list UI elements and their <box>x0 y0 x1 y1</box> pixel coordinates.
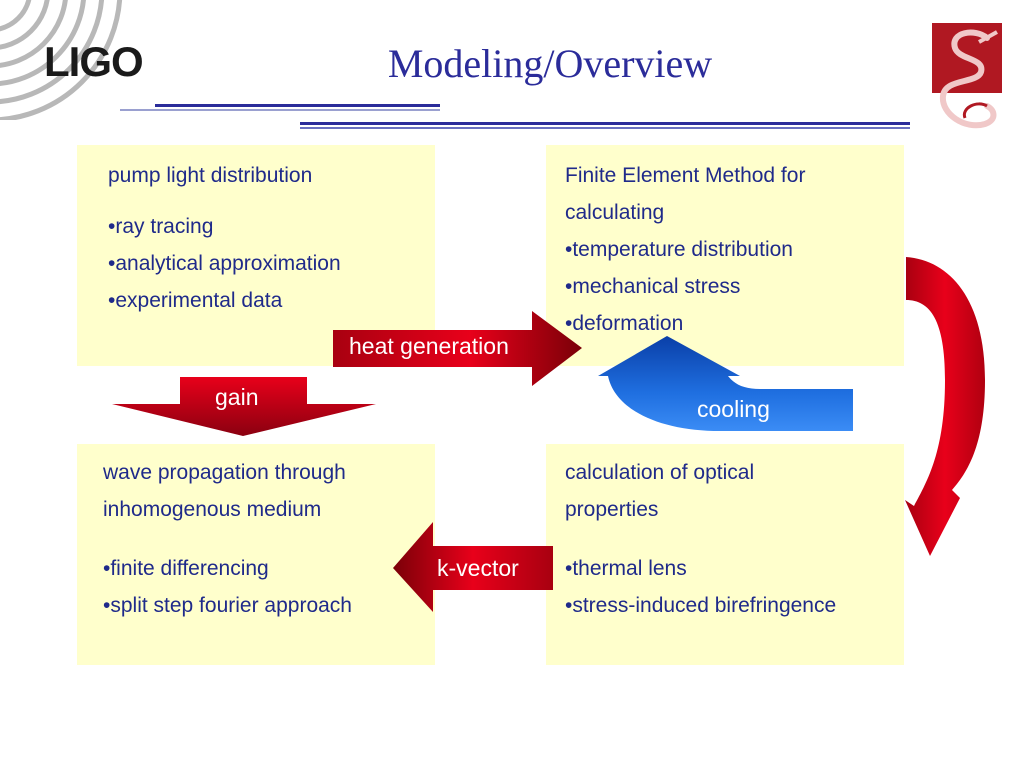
fem-heading-line-1: Finite Element Method for <box>565 164 806 187</box>
pump-heading: pump light distribution <box>108 164 313 187</box>
pump-light-box: pump light distribution •ray tracing •an… <box>77 145 435 366</box>
header-rule-short <box>120 104 440 111</box>
heat-generation-label: heat generation <box>349 333 509 359</box>
k-vector-label: k-vector <box>437 555 519 581</box>
wave-item-split-step: •split step fourier approach <box>103 594 352 617</box>
wave-heading-line-1: wave propagation through <box>103 461 346 484</box>
curved-return-arrow <box>905 257 985 556</box>
institute-emblem <box>932 23 1002 129</box>
pump-item-analytical: •analytical approximation <box>108 252 341 275</box>
pump-item-experimental: •experimental data <box>108 289 283 312</box>
ligo-logo-text: LIGO <box>44 38 144 85</box>
optical-item-thermal-lens: •thermal lens <box>565 557 687 580</box>
fem-box: Finite Element Method for calculating •t… <box>546 145 904 366</box>
optical-heading-line-1: calculation of optical <box>565 461 755 484</box>
optical-item-birefringence: •stress-induced birefringence <box>565 594 837 617</box>
optical-heading-line-2: properties <box>565 498 659 521</box>
fem-heading-line-2: calculating <box>565 201 665 224</box>
optical-properties-box: calculation of optical properties •therm… <box>546 444 904 665</box>
cooling-arrow <box>598 336 853 431</box>
wave-propagation-box: wave propagation through inhomogenous me… <box>77 444 435 665</box>
heat-generation-arrow <box>333 311 582 386</box>
fem-item-temperature: •temperature distribution <box>565 238 793 261</box>
slide-title: Modeling/Overview <box>387 41 713 86</box>
gain-label: gain <box>215 384 259 410</box>
cooling-label: cooling <box>697 396 770 422</box>
fem-item-deformation: •deformation <box>565 312 684 335</box>
k-vector-arrow <box>393 522 553 612</box>
wave-heading-line-2: inhomogenous medium <box>103 498 322 521</box>
header-rule-long <box>300 122 910 129</box>
fem-item-stress: •mechanical stress <box>565 275 741 298</box>
gain-arrow <box>112 377 376 436</box>
wave-item-finite-differencing: •finite differencing <box>103 557 269 580</box>
pump-item-ray-tracing: •ray tracing <box>108 215 214 238</box>
